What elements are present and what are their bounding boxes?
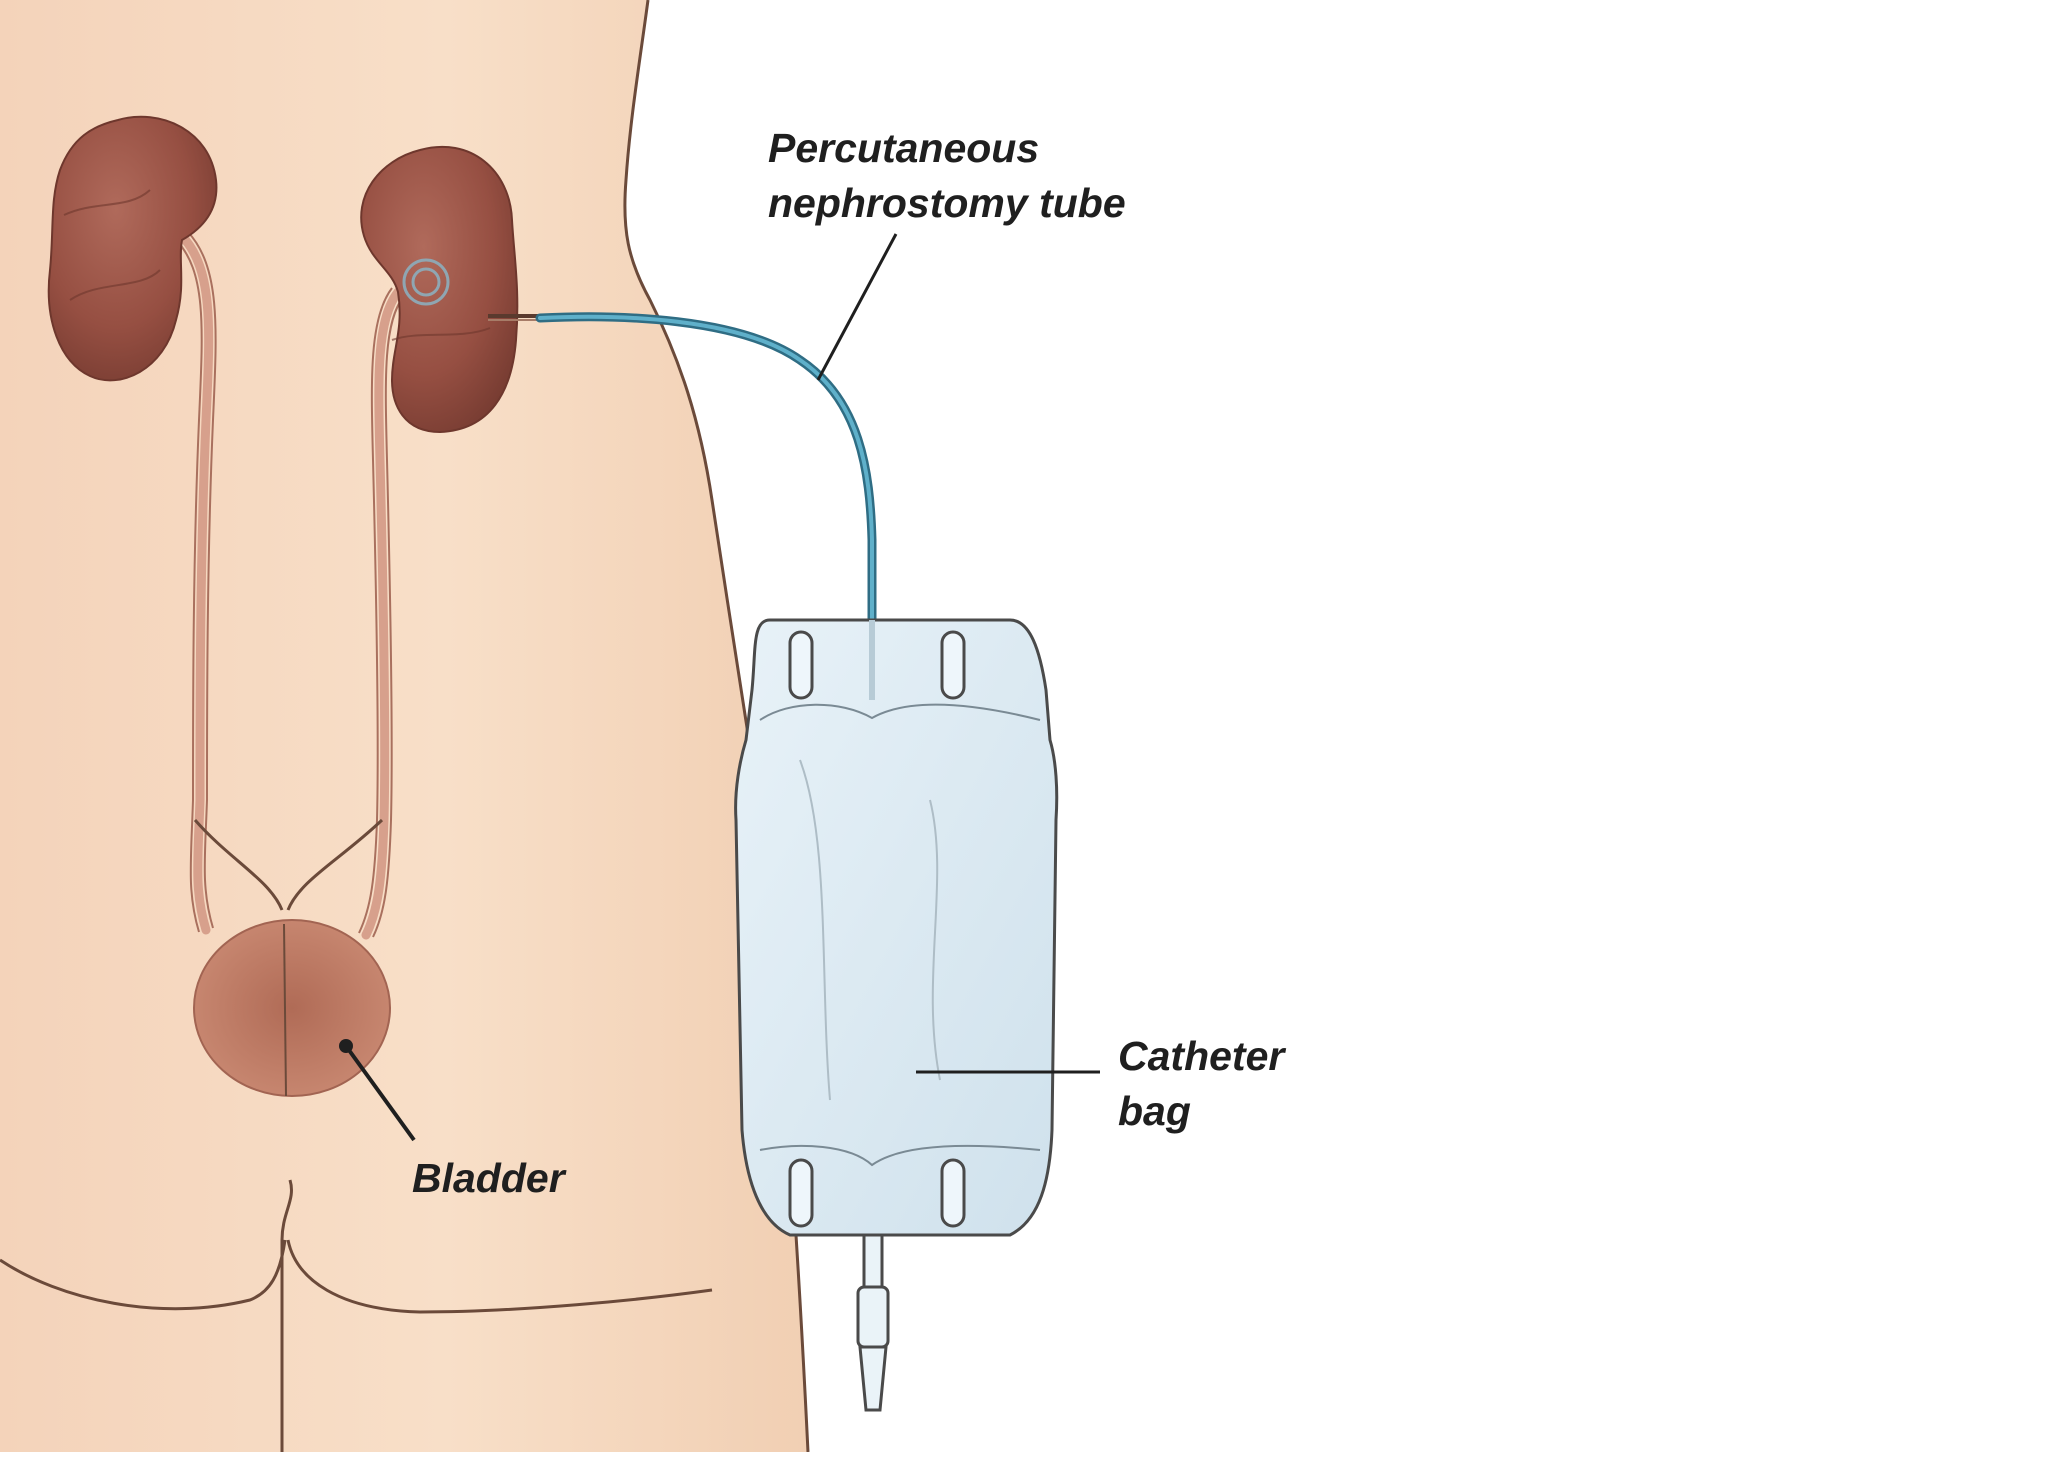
label-bag-line1: Catheter (1118, 1033, 1285, 1079)
bladder (193, 919, 391, 1097)
leader-bladder-dot (339, 1039, 353, 1053)
left-kidney-lobe-line (63, 189, 151, 216)
bag-slot-bottom-left (788, 1158, 814, 1228)
bag-drain-connector (862, 1233, 884, 1289)
label-bag-line2: bag (1118, 1088, 1191, 1134)
right-kidney (360, 145, 519, 434)
pigtail-coil-icon (402, 258, 450, 306)
label-tube-line2: nephrostomy tube (768, 180, 1126, 226)
right-buttock-line (286, 1239, 713, 1314)
leader-bladder (344, 1044, 416, 1142)
label-tube-line1: Percutaneous (768, 125, 1040, 171)
bag-fold-1 (799, 759, 831, 1101)
label-bladder: Bladder (412, 1155, 565, 1201)
leader-tube (816, 233, 898, 381)
right-kidney-lobe-line (391, 327, 491, 341)
catheter-bag (734, 618, 1059, 1412)
nephrostomy-tube-highlight (538, 314, 874, 622)
left-kidney-lobe-line-2 (69, 269, 161, 301)
ureters (177, 231, 403, 940)
bag-drain-tip (858, 1345, 888, 1412)
ureter-outline (175, 231, 405, 938)
catheter-bag-body (734, 618, 1059, 1237)
bag-inner-seam-bottom (759, 1144, 1041, 1167)
bag-slot-top-left (788, 630, 814, 700)
pelvic-line-left (193, 819, 284, 911)
bag-slot-top-right (940, 630, 966, 700)
bag-slot-bottom-right (940, 1158, 966, 1228)
bag-inner-seam-top (759, 703, 1041, 721)
bladder-midline (283, 923, 287, 1097)
left-kidney (47, 115, 218, 382)
pelvic-line-right (286, 818, 384, 911)
left-buttock-line (0, 1239, 287, 1311)
bag-fold-2 (929, 799, 941, 1081)
gluteal-crease (280, 1179, 293, 1452)
bag-drain-valve (856, 1285, 890, 1349)
